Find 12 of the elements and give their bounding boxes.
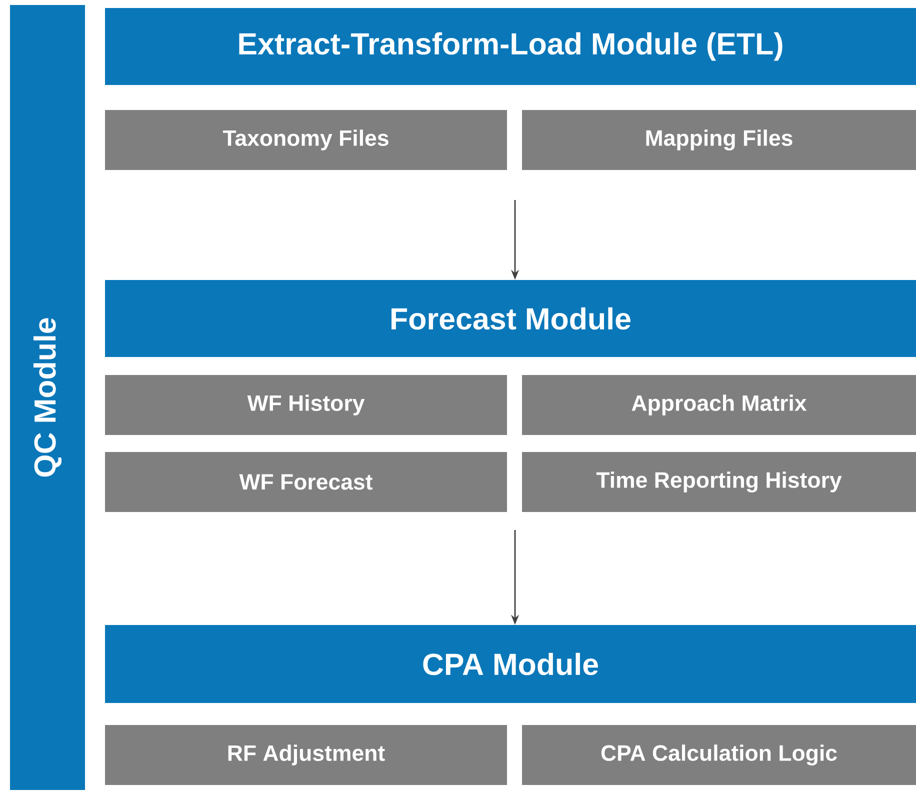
component-box: Taxonomy Files bbox=[105, 110, 507, 170]
component-box: WF History bbox=[105, 375, 507, 435]
module-band: QC Module bbox=[10, 5, 85, 790]
component-box: RF Adjustment bbox=[105, 725, 507, 785]
component-box: Mapping Files bbox=[522, 110, 916, 170]
component-box: Approach Matrix bbox=[522, 375, 916, 435]
component-box: CPA Calculation Logic bbox=[522, 725, 916, 785]
module-band: Extract-Transform-Load Module (ETL) bbox=[105, 8, 916, 85]
component-box: Time Reporting History bbox=[522, 452, 916, 512]
module-band: CPA Module bbox=[105, 625, 916, 703]
component-box: WF Forecast bbox=[105, 452, 507, 512]
module-band: Forecast Module bbox=[105, 280, 916, 357]
